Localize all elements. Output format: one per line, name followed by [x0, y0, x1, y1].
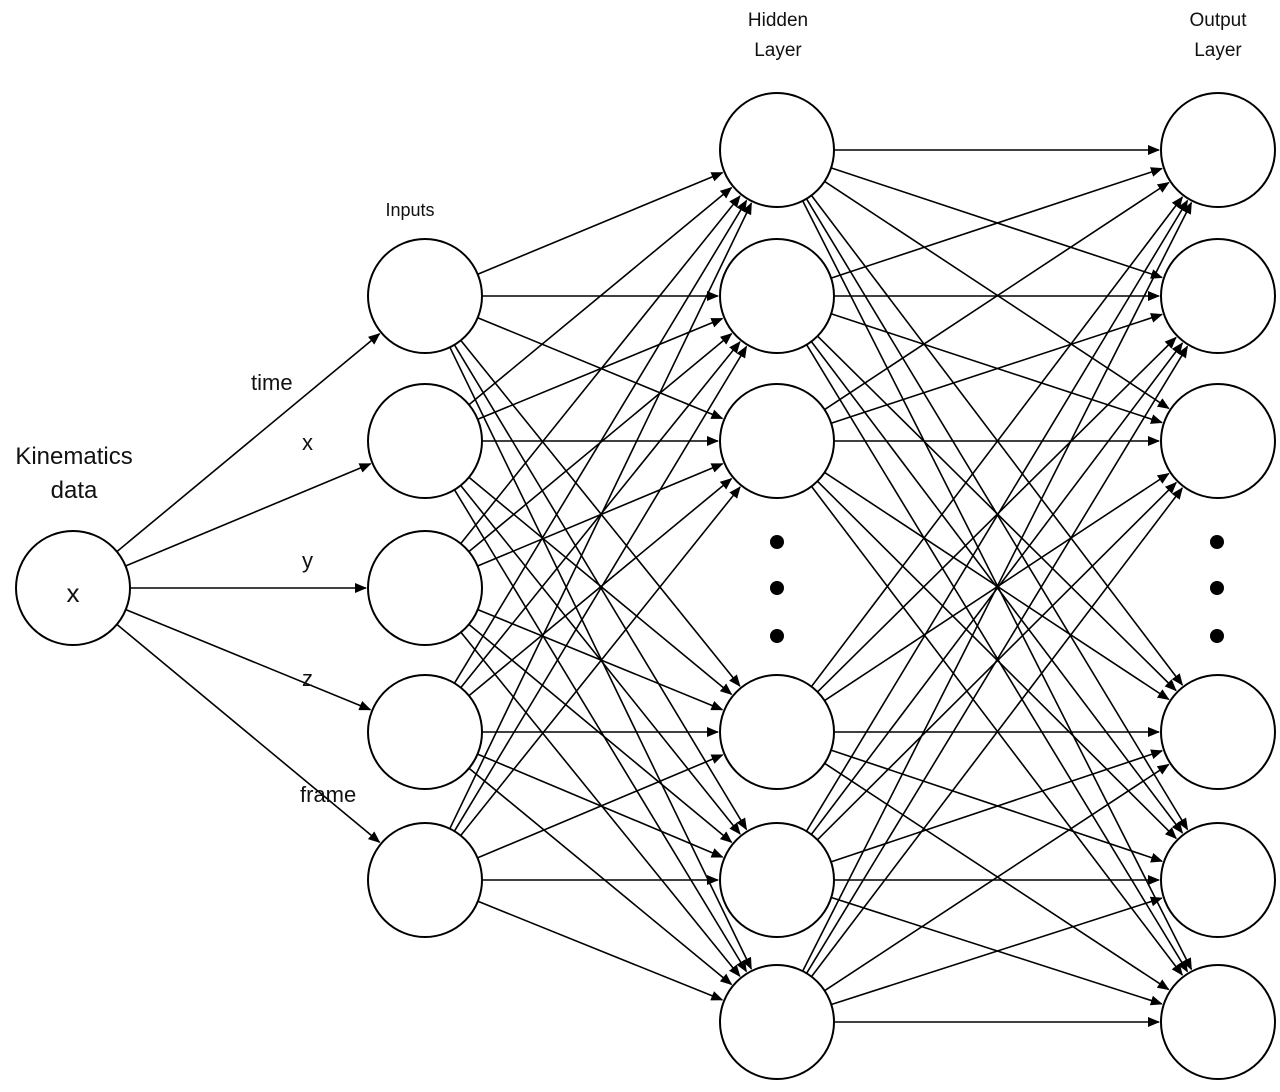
edge-input-2-to-hidden-4	[468, 476, 733, 696]
output-node-6	[1160, 964, 1276, 1080]
output-node-3	[1160, 383, 1276, 499]
hidden-node-3	[719, 383, 835, 499]
hidden-node-1	[719, 92, 835, 208]
output-title-line2: Layer	[1194, 40, 1242, 61]
edge-hidden-6-to-output-2	[805, 345, 1189, 974]
edge-input-2-to-hidden-6	[453, 489, 748, 973]
edge-input-4-to-hidden-1	[453, 199, 748, 684]
source-title-line2: data	[51, 477, 98, 504]
input-node-3	[367, 530, 483, 646]
input-node-1	[367, 238, 483, 354]
input-node-4	[367, 674, 483, 790]
hidden-node-4	[719, 674, 835, 790]
edge-hidden-6-to-output-4	[824, 763, 1170, 992]
edge-input-3-to-hidden-4	[477, 608, 724, 711]
edge-input-5-to-hidden-3	[460, 486, 741, 837]
hidden-title-line2: Layer	[754, 40, 802, 61]
edge-input-5-to-hidden-4	[477, 754, 724, 859]
edge-hidden-2-to-output-1	[830, 167, 1163, 279]
output-node-1	[1160, 92, 1276, 208]
source-title-line1: Kinematics	[15, 443, 132, 470]
output-ellipsis-dot-3	[1210, 629, 1224, 643]
edge-input-5-to-hidden-2	[453, 345, 748, 832]
output-node-5	[1160, 822, 1276, 938]
inputs-title: Inputs	[385, 200, 434, 220]
edge-input-5-to-hidden-1	[449, 202, 753, 830]
edge-label-y: y	[302, 548, 313, 573]
edge-source-to-input-1	[116, 333, 381, 553]
edge-label-z: z	[302, 666, 313, 691]
edge-hidden-6-to-output-1	[801, 201, 1193, 972]
hidden-node-5	[719, 822, 835, 938]
edge-label-time: time	[251, 370, 293, 395]
nodes	[15, 92, 1276, 1080]
edge-hidden-2-to-output-4	[816, 335, 1177, 692]
edge-input-1-to-hidden-1	[477, 171, 724, 275]
output-ellipsis-dot-1	[1210, 535, 1224, 549]
edge-hidden-2-to-output-6	[805, 344, 1189, 973]
output-node-2	[1160, 238, 1276, 354]
output-title-line1: Output	[1189, 10, 1247, 31]
edge-input-3-to-hidden-1	[460, 195, 741, 545]
hidden-ellipsis-dot-3	[770, 629, 784, 643]
edge-hidden-6-to-output-5	[831, 896, 1163, 1006]
hidden-ellipsis-dot-1	[770, 535, 784, 549]
connections	[116, 145, 1193, 1027]
input-node-5	[367, 822, 483, 938]
edge-input-1-to-hidden-6	[449, 346, 753, 970]
output-ellipsis-dot-2	[1210, 581, 1224, 595]
edge-hidden-3-to-output-1	[824, 181, 1170, 411]
edge-hidden-4-to-output-1	[810, 196, 1184, 688]
edge-input-1-to-hidden-4	[460, 339, 741, 687]
edge-source-to-input-5	[116, 623, 381, 843]
hidden-node-6	[719, 964, 835, 1080]
hidden-ellipsis-dot-2	[770, 581, 784, 595]
hidden-title-line1: Hidden	[748, 10, 808, 31]
source-node	[15, 530, 131, 646]
edge-source-to-input-2	[125, 462, 372, 567]
hidden-node-2	[719, 238, 835, 354]
edge-input-4-to-hidden-6	[468, 767, 733, 986]
edge-input-2-to-hidden-1	[468, 186, 733, 406]
edge-input-3-to-hidden-5	[468, 623, 733, 843]
input-node-2	[367, 383, 483, 499]
edge-hidden-4-to-output-2	[816, 336, 1177, 693]
edge-hidden-1-to-output-3	[824, 180, 1170, 410]
edge-label-x: x	[302, 430, 313, 455]
edge-input-5-to-hidden-6	[477, 900, 724, 1001]
edge-input-3-to-hidden-6	[460, 631, 741, 977]
output-node-4	[1160, 674, 1276, 790]
edge-hidden-5-to-output-1	[805, 199, 1189, 832]
source-node-symbol: x	[67, 578, 80, 608]
edge-hidden-6-to-output-3	[810, 487, 1183, 978]
edge-input-4-to-hidden-3	[468, 477, 733, 697]
edge-label-frame: frame	[300, 782, 356, 807]
edge-hidden-3-to-output-6	[810, 485, 1183, 976]
edge-source-to-input-4	[125, 608, 372, 711]
edge-hidden-4-to-output-6	[824, 762, 1170, 991]
